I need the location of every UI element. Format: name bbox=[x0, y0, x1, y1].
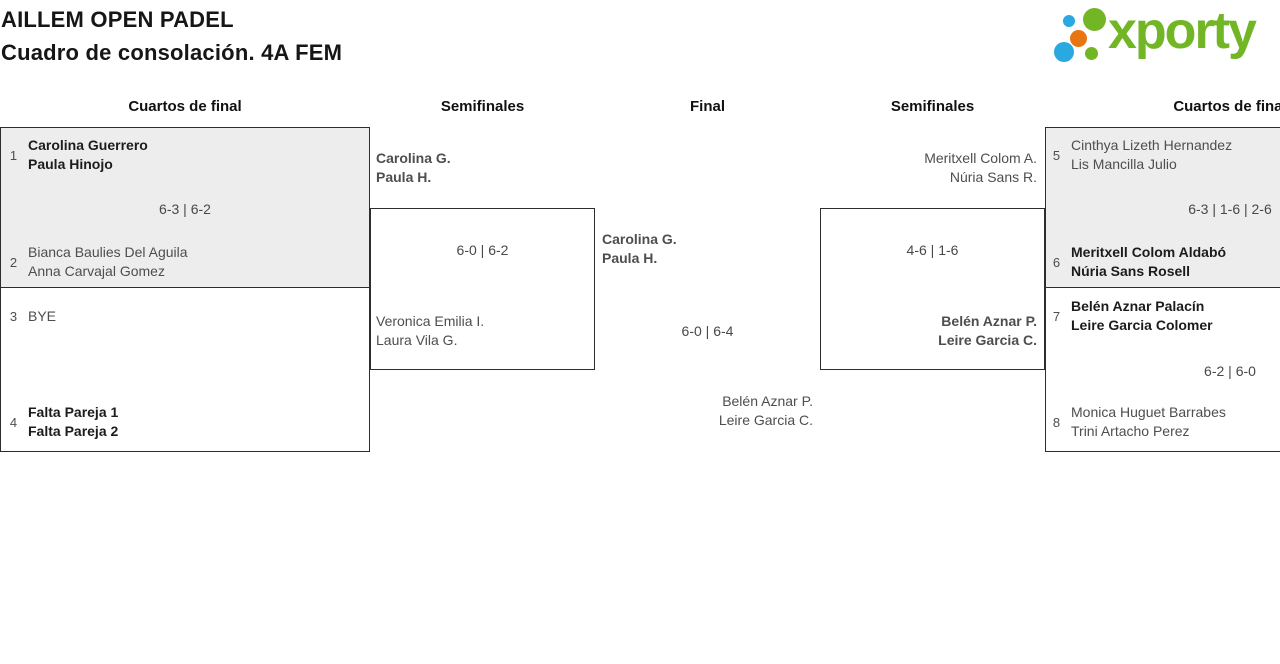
team-pair: Falta Pareja 1 Falta Pareja 2 bbox=[28, 404, 119, 439]
bracket-subtitle: Cuadro de consolación. 4A FEM bbox=[1, 40, 343, 65]
qf2-team-top[interactable]: 3 BYE bbox=[6, 297, 56, 335]
tournament-name: AILLEM OPEN PADEL bbox=[1, 7, 234, 32]
seed-number: 5 bbox=[1052, 147, 1061, 163]
match-box-qf3 bbox=[1045, 127, 1280, 288]
column-header-final: Final bbox=[689, 98, 725, 115]
logo-dot-blue-small bbox=[1063, 15, 1075, 27]
logo-wordmark[interactable]: xporty bbox=[1108, 2, 1257, 60]
page-title: AILLEM OPEN PADEL Cuadro de consolación.… bbox=[1, 3, 342, 69]
match-box-qf4 bbox=[1045, 287, 1280, 452]
team-pair: Bianca Baulies Del Aguila Anna Carvajal … bbox=[28, 244, 188, 279]
sf2-score: 4-6 | 1-6 bbox=[906, 242, 959, 258]
sf1-team-bottom[interactable]: Veronica Emilia I. Laura Vila G. bbox=[376, 313, 485, 348]
final-team-top[interactable]: Carolina G. Paula H. bbox=[602, 231, 677, 266]
team-pair: Cinthya Lizeth Hernandez Lis Mancilla Ju… bbox=[1071, 137, 1233, 172]
team-pair: BYE bbox=[28, 307, 57, 324]
seed-number: 7 bbox=[1052, 308, 1061, 324]
qf1-score: 6-3 | 6-2 bbox=[159, 201, 211, 217]
final-score: 6-0 | 6-4 bbox=[681, 323, 734, 339]
logo-dot-green-big bbox=[1083, 8, 1106, 31]
qf1-team-bottom[interactable]: 2 Bianca Baulies Del Aguila Anna Carvaja… bbox=[6, 243, 188, 281]
logo-dot-blue-big bbox=[1054, 42, 1074, 62]
final-team-bottom[interactable]: Belén Aznar P. Leire Garcia C. bbox=[718, 393, 813, 428]
column-header-qf-left: Cuartos de final bbox=[128, 98, 242, 115]
column-header-qf-right: Cuartos de final bbox=[1173, 98, 1280, 115]
seed-number: 6 bbox=[1052, 254, 1061, 270]
qf3-team-top[interactable]: 5 Cinthya Lizeth Hernandez Lis Mancilla … bbox=[1049, 136, 1232, 174]
column-header-sf-left: Semifinales bbox=[440, 98, 525, 115]
column-header-sf-right: Semifinales bbox=[890, 98, 975, 115]
qf4-team-top[interactable]: 7 Belén Aznar Palacín Leire Garcia Colom… bbox=[1049, 297, 1213, 335]
team-pair: Meritxell Colom Aldabó Núria Sans Rosell bbox=[1071, 244, 1227, 279]
sf2-team-top[interactable]: Meritxell Colom A. Núria Sans R. bbox=[924, 150, 1037, 185]
sf1-team-top[interactable]: Carolina G. Paula H. bbox=[376, 150, 451, 185]
match-box-sf1 bbox=[370, 208, 595, 370]
qf4-team-bottom[interactable]: 8 Monica Huguet Barrabes Trini Artacho P… bbox=[1049, 403, 1226, 441]
sf1-score: 6-0 | 6-2 bbox=[456, 242, 509, 258]
match-box-qf2 bbox=[0, 287, 370, 452]
seed-number: 4 bbox=[9, 414, 18, 430]
sf2-team-bottom[interactable]: Belén Aznar P. Leire Garcia C. bbox=[938, 313, 1037, 348]
logo-dot-green-small bbox=[1085, 47, 1098, 60]
seed-number: 2 bbox=[9, 254, 18, 270]
xporty-logo[interactable] bbox=[1048, 5, 1280, 70]
qf3-score: 6-3 | 1-6 | 2-6 bbox=[1188, 201, 1272, 217]
match-box-sf2 bbox=[820, 208, 1045, 370]
qf4-score: 6-2 | 6-0 bbox=[1204, 363, 1256, 379]
team-pair: Carolina Guerrero Paula Hinojo bbox=[28, 137, 148, 172]
match-box-qf1 bbox=[0, 127, 370, 288]
logo-dot-orange bbox=[1070, 30, 1087, 47]
seed-number: 1 bbox=[9, 147, 18, 163]
seed-number: 8 bbox=[1052, 414, 1061, 430]
qf1-team-top[interactable]: 1 Carolina Guerrero Paula Hinojo bbox=[6, 136, 148, 174]
qf2-team-bottom[interactable]: 4 Falta Pareja 1 Falta Pareja 2 bbox=[6, 403, 118, 441]
seed-number: 3 bbox=[9, 308, 18, 324]
team-pair: Belén Aznar Palacín Leire Garcia Colomer bbox=[1071, 298, 1213, 333]
qf3-team-bottom[interactable]: 6 Meritxell Colom Aldabó Núria Sans Rose… bbox=[1049, 243, 1226, 281]
team-pair: Monica Huguet Barrabes Trini Artacho Per… bbox=[1071, 404, 1226, 439]
